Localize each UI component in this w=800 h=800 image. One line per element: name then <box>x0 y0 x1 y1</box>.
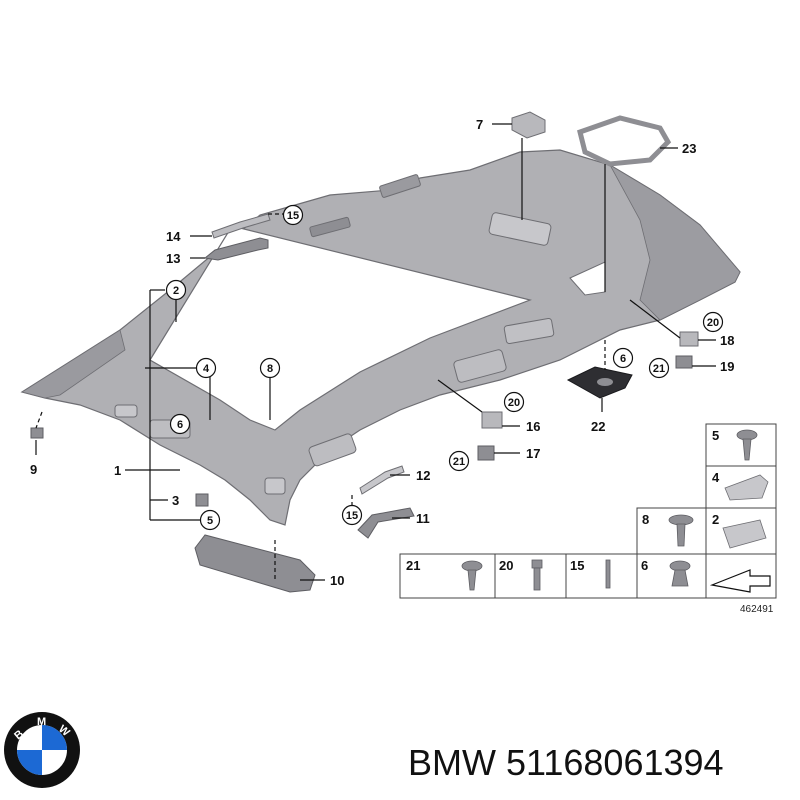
part-11-grab-handle <box>357 507 415 539</box>
callout-17: 17 <box>526 446 540 461</box>
callout-11: 11 <box>416 511 430 526</box>
callout-14: 14 <box>166 229 181 244</box>
callout-9: 9 <box>30 462 37 477</box>
callout-circle-5-bottom: 5 <box>199 509 221 531</box>
svg-text:4: 4 <box>203 363 210 375</box>
svg-text:21: 21 <box>453 456 465 468</box>
svg-text:20: 20 <box>508 397 520 409</box>
svg-text:6: 6 <box>620 353 626 365</box>
callout-19: 19 <box>720 359 734 374</box>
part-number-label: BMW 51168061394 <box>408 742 724 783</box>
part-12-bracket <box>359 465 405 495</box>
fastener-4-clip <box>724 474 769 501</box>
table-cell-2: 2 <box>712 512 719 527</box>
svg-text:5: 5 <box>207 515 213 527</box>
svg-text:21: 21 <box>653 363 665 375</box>
part-9-clip <box>30 427 44 439</box>
fastener-6-clip <box>669 560 691 587</box>
part-13-grab-handle <box>203 237 269 261</box>
fastener-5-screw <box>736 429 758 461</box>
callout-22: 22 <box>591 419 605 434</box>
callout-18: 18 <box>720 333 734 348</box>
callout-circle-15-bottom: 15 <box>341 504 363 526</box>
svg-text:6: 6 <box>177 419 183 431</box>
fastener-21-screw <box>461 560 483 591</box>
part-16-bracket <box>481 411 503 429</box>
callout-12: 12 <box>416 468 430 483</box>
fastener-2-clip <box>722 519 767 549</box>
table-cell-4: 4 <box>712 470 720 485</box>
callout-circle-6-left: 6 <box>169 413 191 435</box>
callout-1: 1 <box>114 463 121 478</box>
part-10-sun-visor <box>194 534 316 593</box>
svg-text:8: 8 <box>267 363 273 375</box>
table-cell-15: 15 <box>570 558 584 573</box>
circled-callouts: 15 2 4 8 6 5 15 20 <box>165 204 724 531</box>
part-17-clip <box>477 445 495 461</box>
table-cell-5: 5 <box>712 428 719 443</box>
part-19-clip <box>675 355 693 369</box>
part-7-light-unit <box>511 111 546 139</box>
leader-lines <box>35 123 716 581</box>
callout-circle-21-right: 21 <box>648 357 670 379</box>
callout-10: 10 <box>330 573 344 588</box>
part-23-frame <box>577 115 672 167</box>
svg-text:15: 15 <box>287 210 299 222</box>
callout-16: 16 <box>526 419 540 434</box>
part-14-bracket <box>211 213 271 239</box>
callout-13: 13 <box>166 251 180 266</box>
part-18-bracket <box>679 331 699 347</box>
table-cell-20: 20 <box>499 558 513 573</box>
callout-circle-6-right: 6 <box>612 347 634 369</box>
fastener-20-bolt <box>531 559 543 591</box>
callout-circle-21-mid: 21 <box>448 450 470 472</box>
diagram-reference-number: 462491 <box>740 604 774 615</box>
svg-text:M: M <box>37 716 46 728</box>
headliner-panel <box>20 149 741 526</box>
fastener-15-pin <box>605 559 611 589</box>
bmw-logo: B M W <box>4 712 80 788</box>
part-3-clip <box>195 493 209 507</box>
callout-3: 3 <box>172 493 179 508</box>
fastener-table: 5 4 8 2 21 20 15 6 <box>399 423 777 615</box>
callout-7: 7 <box>476 117 483 132</box>
table-cell-8: 8 <box>642 512 649 527</box>
svg-text:15: 15 <box>346 510 358 522</box>
callout-circle-20-right: 20 <box>702 311 724 333</box>
table-cell-21: 21 <box>406 558 420 573</box>
callout-circle-2: 2 <box>165 279 187 301</box>
callout-circle-8: 8 <box>259 357 281 379</box>
callout-circle-15-top: 15 <box>282 204 304 226</box>
callout-23: 23 <box>682 141 696 156</box>
part-22-plate <box>566 366 633 399</box>
callout-labels: 7 23 14 13 1 3 9 10 11 12 16 17 18 19 22 <box>30 117 734 588</box>
callout-circle-4: 4 <box>195 357 217 379</box>
table-cell-6: 6 <box>641 558 648 573</box>
svg-text:2: 2 <box>173 285 179 297</box>
callout-circle-20-mid: 20 <box>503 391 525 413</box>
fastener-8-rivet <box>668 514 694 547</box>
arrow-icon <box>709 569 771 593</box>
svg-text:20: 20 <box>707 317 719 329</box>
